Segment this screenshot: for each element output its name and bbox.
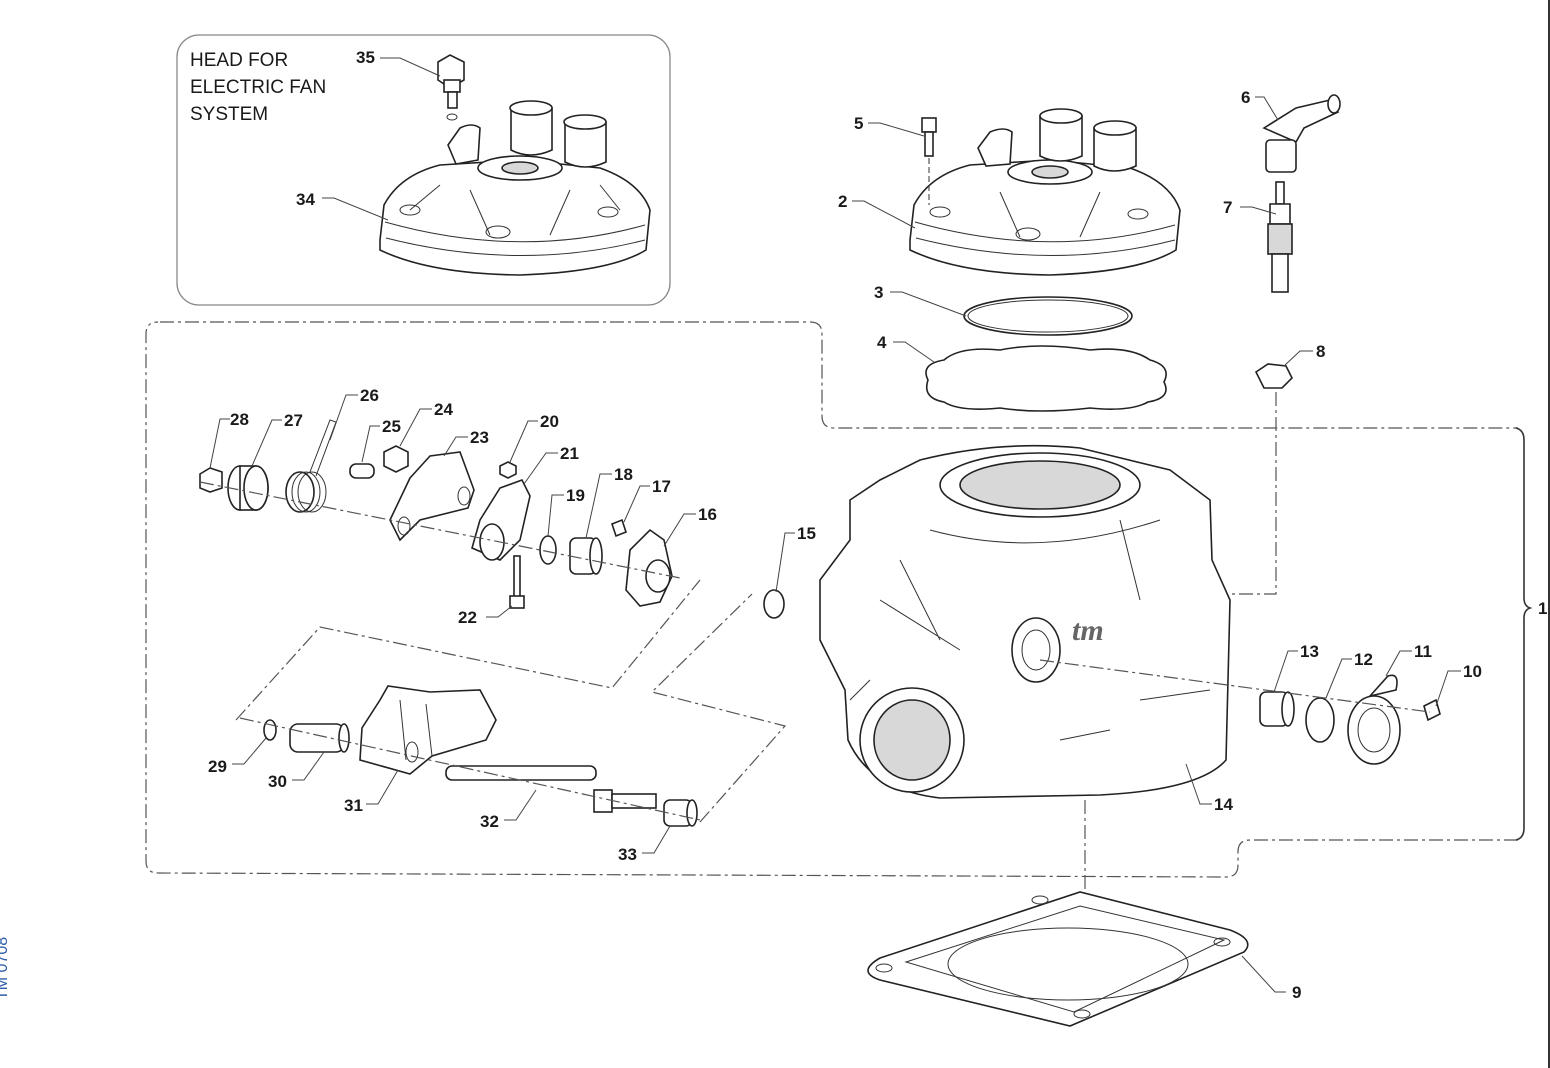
bracket-item-1: [1515, 427, 1533, 841]
part-8-flange-nut: [1254, 363, 1293, 389]
part-34-cylinder-head-fan: [379, 100, 651, 276]
page-edge-rule: [1548, 0, 1550, 1068]
callout-22: 22: [458, 608, 477, 627]
part-6-spark-plug-cap: [1262, 94, 1341, 173]
callout-13: 13: [1300, 642, 1319, 661]
callout-2: 2: [838, 192, 847, 211]
callout-35: 35: [356, 48, 375, 67]
callout-27: 27: [284, 411, 303, 430]
svg-text:tm: tm: [1072, 614, 1104, 647]
part-35-temperature-sensor: [437, 54, 465, 121]
part-25-pin: [349, 463, 375, 479]
callout-17: 17: [652, 477, 671, 496]
callout-31: 31: [344, 796, 363, 815]
part-5-screw: [921, 117, 937, 205]
part-10-screw: [1423, 698, 1441, 722]
callout-8: 8: [1316, 342, 1325, 361]
part-12-circlip: [1305, 697, 1335, 743]
part-11-cover: [1347, 674, 1401, 765]
callout-28: 28: [230, 410, 249, 429]
callout-3: 3: [874, 283, 883, 302]
callout-25: 25: [382, 417, 401, 436]
inset-title-line-2: ELECTRIC FAN: [190, 77, 326, 98]
leader-lines: [209, 57, 1461, 993]
callout-15: 15: [797, 524, 816, 543]
part-7-spark-plug: [1267, 181, 1293, 293]
callout-24: 24: [434, 400, 453, 419]
part-16-lever: [625, 528, 673, 607]
part-33-bushing: [663, 799, 698, 827]
part-23-lever: [389, 451, 475, 542]
part-4-head-gasket: [925, 345, 1167, 412]
part-28-nut: [199, 467, 223, 493]
callout-9: 9: [1292, 983, 1301, 1002]
part-26-spring: [285, 419, 337, 513]
part-20-nut: [499, 461, 517, 479]
document-code: TM 0708: [0, 936, 11, 1000]
callout-11: 11: [1414, 642, 1432, 661]
part-13-bushing: [1259, 691, 1295, 727]
callout-4: 4: [877, 333, 887, 352]
part-18-bushing: [569, 537, 603, 575]
callout-19: 19: [566, 486, 585, 505]
callout-30: 30: [268, 772, 287, 791]
callout-10: 10: [1463, 662, 1482, 681]
callout-5: 5: [854, 114, 863, 133]
part-17-screw: [611, 518, 627, 538]
callout-7: 7: [1223, 198, 1232, 217]
part-19-circlip: [539, 535, 557, 565]
part-27-cap: [227, 465, 269, 511]
callout-26: 26: [360, 386, 379, 405]
part-29-ring: [263, 719, 277, 741]
callout-34: 34: [296, 190, 315, 209]
part-21-rocker: [471, 479, 531, 561]
callout-numbers: 1 2 3 4 5 6 7 8 9 10 11 12 13 14 15 16 1…: [208, 48, 1547, 1002]
inset-title-line-3: SYSTEM: [190, 104, 268, 125]
part-2-cylinder-head: [909, 108, 1181, 276]
callout-14: 14: [1214, 795, 1233, 814]
part-9-base-gasket: [867, 891, 1249, 1027]
callout-1: 1: [1538, 599, 1547, 618]
part-15-circlip: [763, 589, 785, 619]
callout-32: 32: [480, 812, 499, 831]
part-14-cylinder: tm: [819, 444, 1231, 799]
part-31-valve: [359, 685, 497, 775]
part-24-screw: [383, 445, 409, 473]
part-3-o-ring: [963, 296, 1133, 336]
callout-29: 29: [208, 757, 227, 776]
part-22-bolt: [509, 555, 525, 609]
part-30-bushing: [289, 723, 350, 753]
callout-16: 16: [698, 505, 717, 524]
callout-12: 12: [1354, 650, 1373, 669]
callout-23: 23: [470, 428, 489, 447]
callout-21: 21: [560, 444, 579, 463]
callout-18: 18: [614, 465, 633, 484]
inset-frame: [176, 34, 671, 306]
callout-6: 6: [1241, 88, 1250, 107]
assembly-group-outline: [145, 321, 1518, 878]
callout-33: 33: [618, 845, 637, 864]
part-32-shaft: [445, 765, 657, 813]
callout-20: 20: [540, 412, 559, 431]
inset-title-line-1: HEAD FOR: [190, 50, 288, 71]
